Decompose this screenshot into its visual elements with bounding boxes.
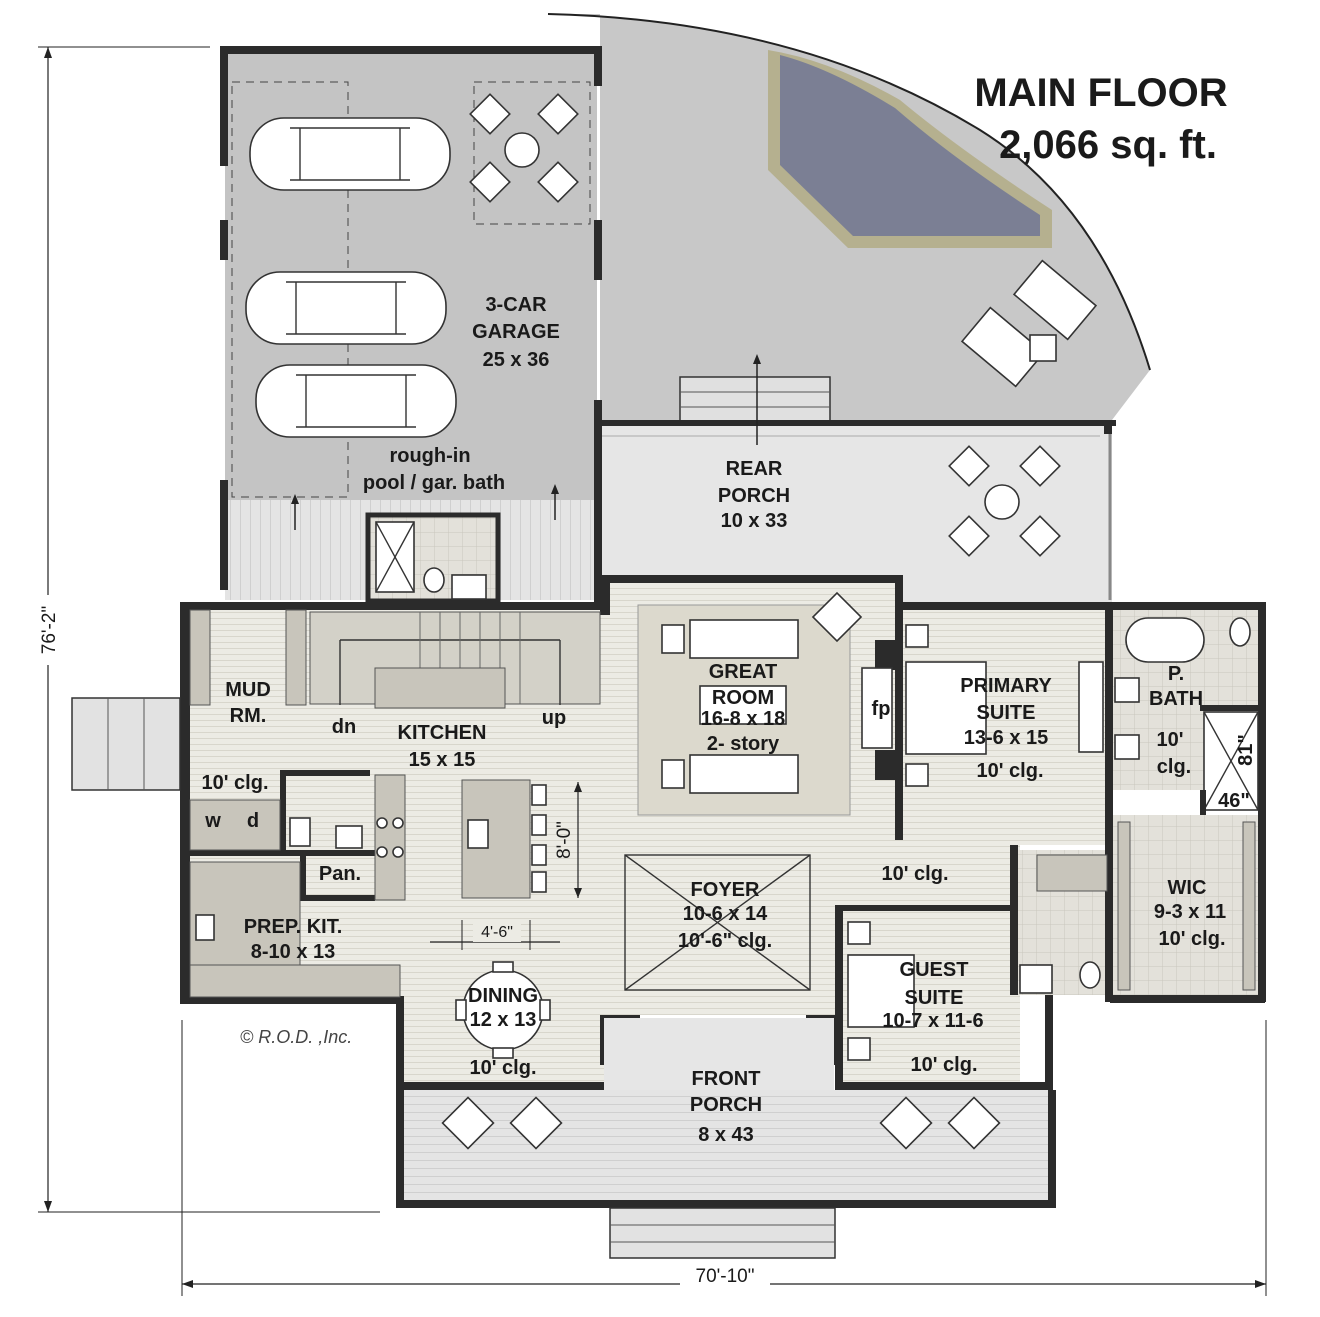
dining-ceiling: 10' clg. — [469, 1057, 536, 1079]
primary-bath-ceiling-2: clg. — [1157, 756, 1191, 778]
dining-name: DINING — [468, 985, 538, 1007]
great-room-note: 2- story — [707, 733, 780, 755]
kitchen-size: 15 x 15 — [409, 749, 476, 771]
guest-suite-size: 10-7 x 11-6 — [882, 1010, 983, 1032]
great-room-furniture — [661, 591, 893, 794]
kitchen-cabinets — [189, 774, 547, 998]
garage-bath-line2: pool / gar. bath — [363, 472, 505, 494]
rear-porch-name-2: PORCH — [718, 485, 790, 507]
rear-porch-size: 10 x 33 — [721, 510, 788, 532]
wic-size: 9-3 x 11 — [1154, 901, 1226, 923]
dimension-depth: 76'-2" — [36, 46, 380, 1213]
guest-bath-fixtures — [1019, 854, 1108, 994]
primary-bath-fixtures — [1114, 617, 1262, 815]
garage-size: 25 x 36 — [483, 349, 550, 371]
front-porch-name-2: PORCH — [690, 1094, 762, 1116]
garage-name-2: GARAGE — [472, 321, 560, 343]
mud-room-ceiling: 10' clg. — [201, 772, 268, 794]
floor-title: MAIN FLOOR — [974, 71, 1227, 115]
rear-porch — [598, 354, 1116, 605]
stairs-down-label: dn — [332, 716, 356, 738]
overall-width-label: 70'-10" — [696, 1266, 755, 1287]
floor-area: 2,066 sq. ft. — [999, 123, 1217, 167]
rear-porch-table-set — [948, 445, 1061, 557]
mud-room-name-2: RM. — [230, 705, 267, 727]
rear-porch-name-1: REAR — [726, 458, 783, 480]
dimension-island: 8'-0" — [554, 782, 582, 898]
front-porch-chairs — [441, 1096, 1001, 1150]
shower-width-label: 46" — [1218, 790, 1250, 812]
car-3 — [255, 364, 457, 438]
pantry-name: Pan. — [319, 863, 361, 885]
garage-bath-line1: rough-in — [389, 445, 470, 467]
foyer-size: 10-6 x 14 — [683, 903, 768, 925]
dining-table — [455, 961, 551, 1059]
overall-depth-label: 76'-2" — [39, 606, 60, 654]
kitchen-name: KITCHEN — [398, 722, 487, 744]
fireplace-label: fp — [872, 698, 891, 720]
guest-bed — [847, 921, 915, 1061]
prep-kitchen-size: 8-10 x 13 — [251, 941, 336, 963]
car-1 — [249, 117, 451, 191]
copyright: © R.O.D. ,Inc. — [240, 1027, 352, 1047]
primary-bath-name-1: P. — [1168, 663, 1184, 685]
front-porch-size: 8 x 43 — [698, 1124, 754, 1146]
island-length-label: 8'-0" — [554, 821, 575, 859]
washer-label: w — [204, 810, 221, 832]
front-porch-name-1: FRONT — [692, 1068, 761, 1090]
lounge-chairs — [960, 259, 1098, 388]
primary-suite-ceiling: 10' clg. — [976, 760, 1043, 782]
garage-bath — [365, 512, 501, 604]
garage — [220, 46, 602, 610]
stairs-up-label: up — [542, 707, 566, 729]
shower-length-label: 81" — [1235, 734, 1257, 766]
dimension-width: 70'-10" — [181, 1020, 1267, 1296]
guest-suite-name-1: GUEST — [900, 959, 969, 981]
primary-suite-name-1: PRIMARY — [960, 675, 1052, 697]
foyer-ceiling: 10'-6" clg. — [678, 930, 772, 952]
garage-table-set — [469, 93, 579, 203]
dryer-label: d — [247, 810, 259, 832]
foyer-name: FOYER — [691, 879, 760, 901]
car-2 — [245, 271, 447, 345]
primary-bath-ceiling-1: 10' — [1156, 729, 1183, 751]
pool — [768, 50, 1052, 248]
wic-ceiling: 10' clg. — [1158, 928, 1225, 950]
garage-name-1: 3-CAR — [485, 294, 547, 316]
front-porch — [396, 1018, 1056, 1259]
prep-kitchen-name: PREP. KIT. — [244, 916, 343, 938]
primary-suite-size: 13-6 x 15 — [964, 727, 1049, 749]
patio — [547, 13, 1151, 422]
great-room-size: 16-8 x 18 — [701, 708, 786, 730]
interior — [71, 575, 1266, 1090]
aisle-label: 4'-6" — [481, 924, 513, 941]
great-room-name-2: ROOM — [712, 687, 774, 709]
primary-bath-name-2: BATH — [1149, 688, 1203, 710]
guest-suite-name-2: SUITE — [905, 987, 964, 1009]
stairs — [309, 611, 601, 709]
mud-room-name-1: MUD — [225, 679, 271, 701]
dimension-aisle: 4'-6" — [430, 920, 560, 950]
wic-name: WIC — [1168, 877, 1207, 899]
hall-ceiling: 10' clg. — [881, 863, 948, 885]
great-room-name-1: GREAT — [709, 661, 778, 683]
side-steps — [71, 697, 181, 791]
primary-suite-name-2: SUITE — [977, 702, 1036, 724]
guest-suite-ceiling: 10' clg. — [910, 1054, 977, 1076]
front-steps — [609, 1207, 836, 1259]
dining-size: 12 x 13 — [470, 1009, 537, 1031]
patio-steps — [679, 376, 831, 422]
primary-bed — [905, 624, 1104, 787]
